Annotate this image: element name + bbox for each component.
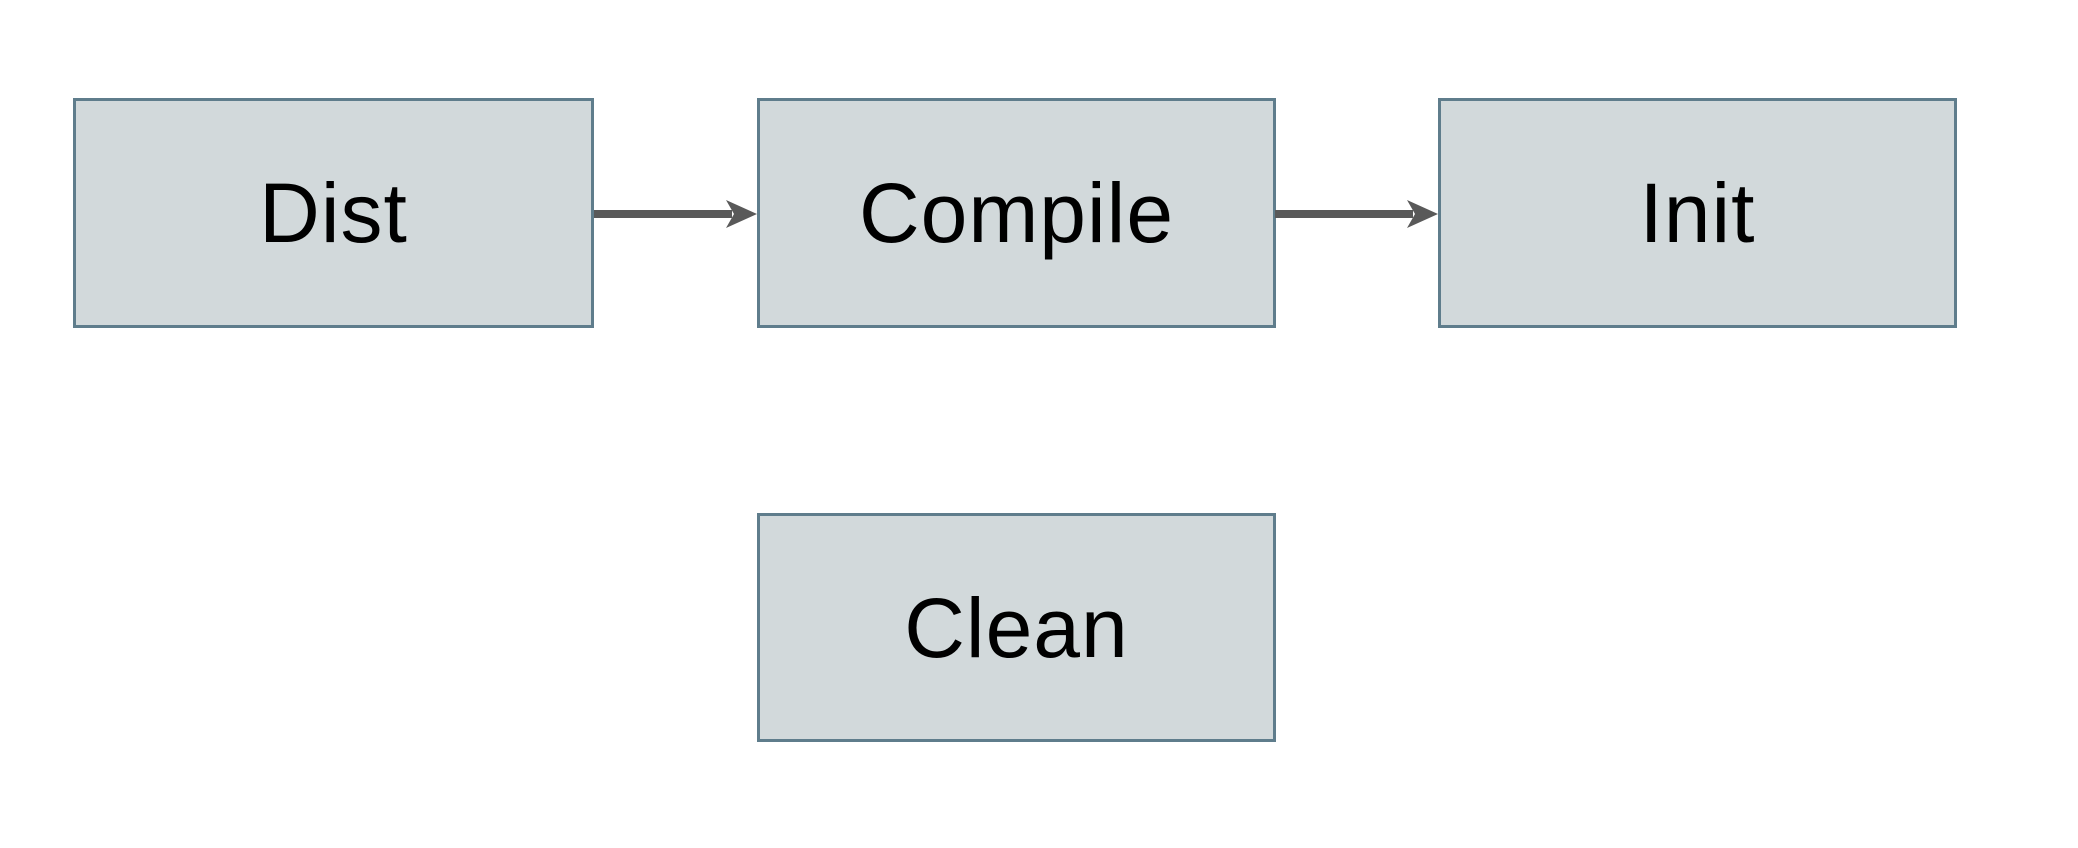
- arrow-dist-to-compile: [594, 200, 757, 228]
- arrow-compile-to-init: [1275, 200, 1438, 228]
- node-compile: Compile: [757, 98, 1276, 328]
- node-dist-label: Dist: [259, 166, 408, 260]
- node-clean: Clean: [757, 513, 1276, 742]
- node-dist: Dist: [73, 98, 594, 328]
- node-init-label: Init: [1639, 166, 1756, 260]
- node-compile-label: Compile: [858, 166, 1175, 260]
- node-clean-label: Clean: [904, 580, 1129, 675]
- node-init: Init: [1438, 98, 1957, 328]
